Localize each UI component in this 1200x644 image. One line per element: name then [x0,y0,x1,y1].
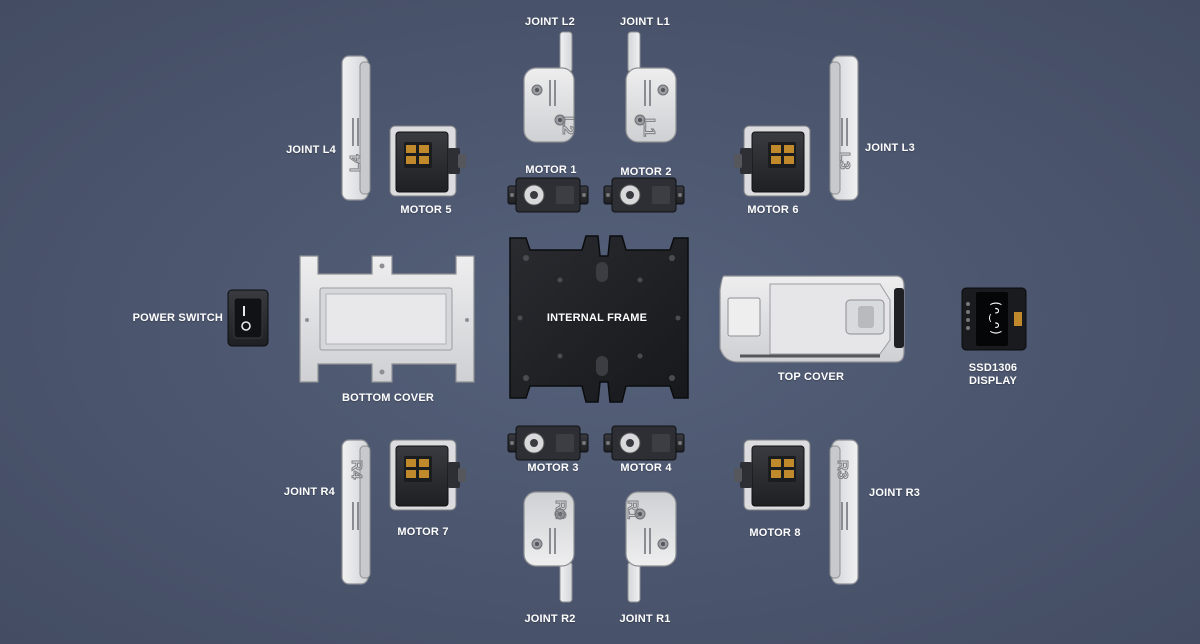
motor-4-part [603,425,685,461]
motor-5-part [389,125,467,197]
bottom-cover-part [299,255,475,383]
joint-r3-label: JOINT R3 [869,487,921,499]
internal-frame-part [509,235,689,403]
joint-l1-engraving: L1 [640,118,657,137]
motor-2-part [603,177,685,213]
internal-frame-label: INTERNAL FRAME [546,312,648,324]
motor-1-part [507,177,589,213]
joint-r4-label: JOINT R4 [283,486,335,498]
motor-3-label: MOTOR 3 [527,462,579,474]
joint-r2-label: JOINT R2 [524,613,576,625]
motor-7-part [389,439,467,511]
joint-l3-part [829,55,859,201]
motor-6-part [733,125,811,197]
joint-r1-engraving: R1 [624,500,641,519]
motor-3-part [507,425,589,461]
motor-4-label: MOTOR 4 [620,462,672,474]
motor-7-label: MOTOR 7 [397,526,449,538]
motor-2-label: MOTOR 2 [620,166,672,178]
joint-l4-part [341,55,371,201]
joint-l1-label: JOINT L1 [620,16,670,28]
joint-l2-engraving: L2 [559,116,576,135]
power-switch-part [227,289,269,347]
motor-1-label: MOTOR 1 [525,164,577,176]
motor-5-label: MOTOR 5 [400,204,452,216]
motor-8-part [733,439,811,511]
joint-r3-engraving: R3 [834,460,851,479]
joint-l3-label: JOINT L3 [865,142,915,154]
display-face-text: (ᴖ‿ᴖ) [989,300,1003,336]
top-cover-part [719,275,905,363]
joint-l4-label: JOINT L4 [286,144,336,156]
top-cover-label: TOP COVER [777,371,845,383]
ssd1306-display-part: (ᴖ‿ᴖ) [961,287,1027,351]
joint-r1-label: JOINT R1 [619,613,671,625]
power-switch-label: POWER SWITCH [132,312,223,324]
joint-l2-label: JOINT L2 [525,16,575,28]
motor-8-label: MOTOR 8 [749,527,801,539]
joint-l3-engraving: L3 [836,152,853,170]
joint-l2-part: L2 [523,31,577,143]
display-label: SSD1306 DISPLAY [968,362,1018,387]
joint-l4-engraving: L4 [347,154,364,172]
motor-6-label: MOTOR 6 [747,204,799,216]
joint-r4-engraving: R4 [348,460,365,480]
joint-r2-engraving: R2 [552,500,569,519]
bottom-cover-label: BOTTOM COVER [341,392,435,404]
